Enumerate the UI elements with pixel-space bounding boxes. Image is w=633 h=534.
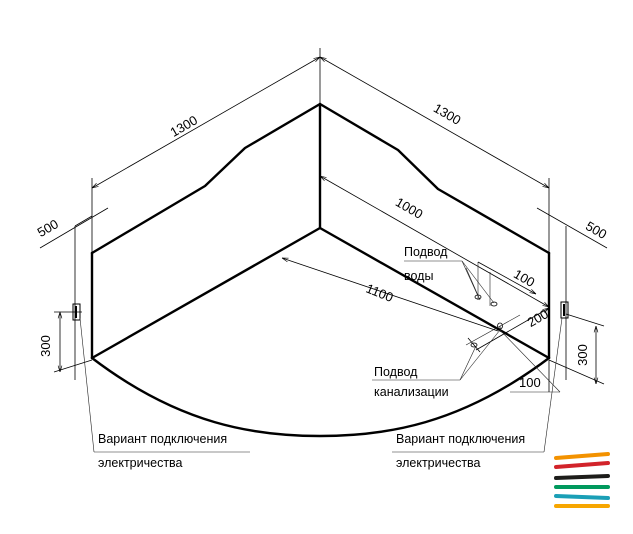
bottom-left-edge bbox=[90, 226, 322, 360]
water-label-line1: Подвод bbox=[404, 245, 448, 259]
drain-label-line1: Подвод bbox=[374, 365, 418, 379]
water-offset-label: 100 bbox=[511, 266, 537, 290]
drain: 200 Подвод канализации 100 bbox=[372, 306, 561, 399]
dim-right-wall: 1300 bbox=[320, 57, 549, 253]
logo-stripe bbox=[554, 494, 610, 500]
dim-left-outlet: 300 bbox=[38, 303, 93, 373]
dim-left-outlet-label: 300 bbox=[38, 335, 53, 357]
electric-right-callout: Вариант подключения электричества bbox=[392, 317, 563, 470]
front-curve bbox=[90, 356, 551, 438]
dim-inner-left-label: 1100 bbox=[364, 281, 396, 305]
dim-left-wall: 1300 bbox=[92, 48, 320, 253]
drain-label-line2: канализации bbox=[374, 385, 449, 399]
right-wall-outline bbox=[318, 102, 551, 255]
dim-right-height-label: 500 bbox=[583, 218, 609, 242]
drain-offset-label: 100 bbox=[519, 375, 541, 390]
dim-inner-right-label: 1000 bbox=[393, 194, 426, 221]
water-supply: 100 Подвод воды bbox=[404, 245, 537, 307]
left-electric-outlet-icon bbox=[72, 303, 81, 321]
right-electric-outlet-icon bbox=[560, 301, 569, 319]
logo-stripe bbox=[554, 452, 610, 460]
brand-logo-icon bbox=[554, 452, 610, 508]
logo-stripe bbox=[554, 461, 610, 469]
dim-right-outlet: 300 bbox=[548, 301, 605, 385]
elec-left-line2: электричества bbox=[98, 456, 183, 470]
elec-left-line1: Вариант подключения bbox=[98, 432, 227, 446]
elec-right-line2: электричества bbox=[396, 456, 481, 470]
electric-left-callout: Вариант подключения электричества bbox=[79, 317, 250, 470]
left-wall-outline bbox=[90, 102, 322, 255]
logo-stripe bbox=[554, 474, 610, 480]
bathtub-outline bbox=[90, 102, 551, 438]
dim-left-height-label: 500 bbox=[35, 216, 61, 240]
dim-right-outlet-label: 300 bbox=[575, 344, 590, 366]
dim-inner-right: 1000 bbox=[320, 176, 549, 307]
water-label-line2: воды bbox=[404, 269, 433, 283]
elec-right-line1: Вариант подключения bbox=[396, 432, 525, 446]
drain-height-label: 200 bbox=[525, 306, 551, 330]
